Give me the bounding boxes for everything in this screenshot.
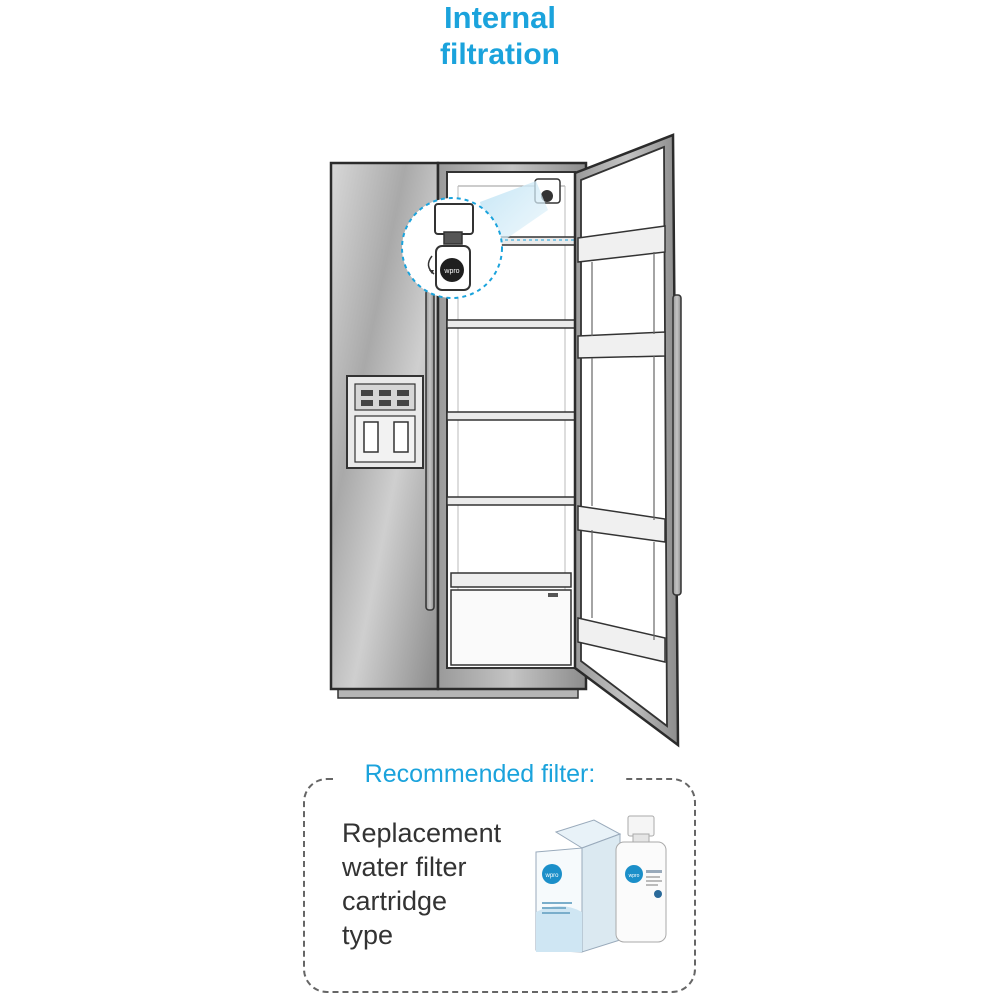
recommended-filter-label: Recommended filter: bbox=[335, 754, 625, 794]
box-logo-text: wpro bbox=[544, 873, 559, 879]
fridge-door-handle bbox=[672, 294, 682, 596]
product-line-4: type bbox=[342, 920, 394, 950]
water-dispenser bbox=[346, 375, 424, 469]
product-line-2: water filter bbox=[342, 852, 467, 882]
product-line-3: cartridge bbox=[342, 886, 448, 916]
title-internal: Internal bbox=[444, 0, 556, 35]
product-box: wpro bbox=[535, 819, 622, 953]
callout-logo-text: wpro bbox=[443, 268, 459, 275]
product-line-1: Replacement bbox=[342, 818, 502, 848]
fridge-door-open bbox=[573, 133, 682, 748]
product-image: wpro wpro bbox=[535, 815, 667, 953]
product-description: Replacement water filter cartridge type bbox=[342, 816, 542, 952]
fridge-illustration: wpro bbox=[329, 133, 682, 748]
cartridge-logo-text: wpro bbox=[629, 873, 640, 879]
title-filtration: filtration bbox=[440, 38, 560, 71]
freezer-handle bbox=[425, 289, 435, 611]
crisper-drawer bbox=[450, 572, 572, 666]
filter-cartridge: wpro bbox=[615, 815, 667, 943]
filter-callout: wpro bbox=[401, 197, 503, 299]
door-bins bbox=[577, 225, 666, 663]
